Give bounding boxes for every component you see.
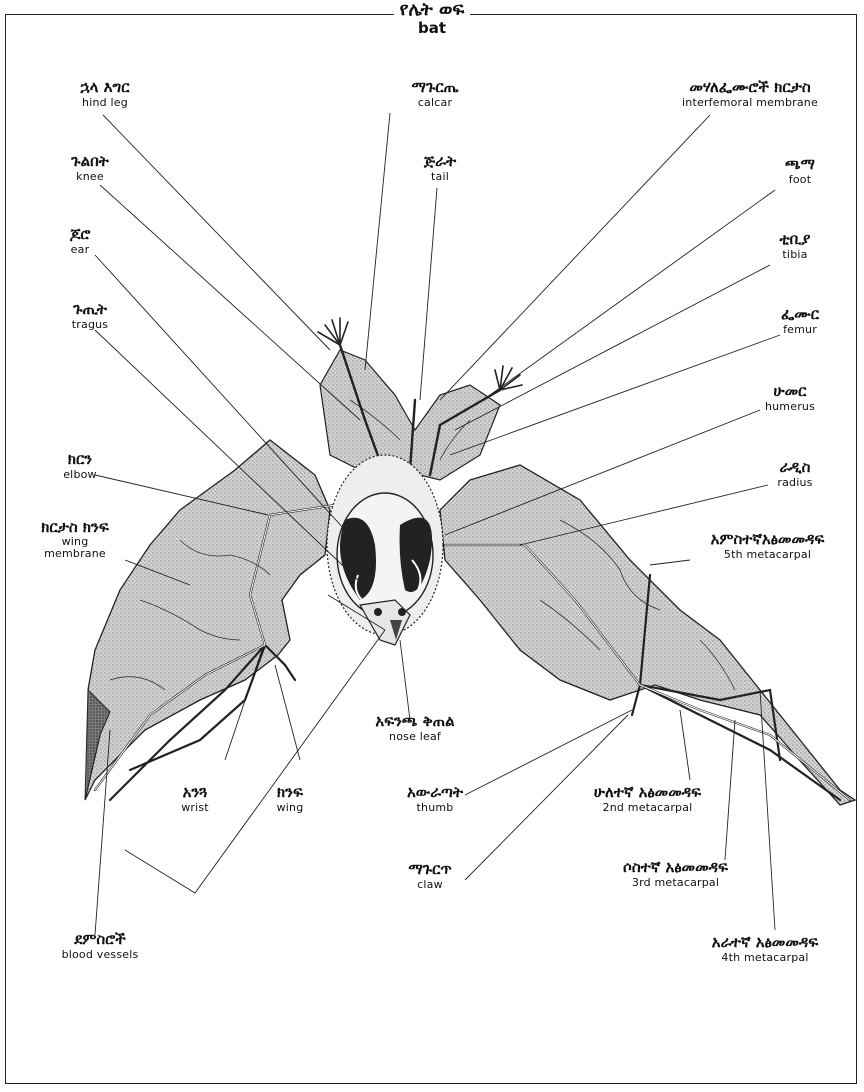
label-hind-leg: ኋላ እግር hind leg — [55, 78, 155, 109]
label-third-metacarpal-en: 3rd metacarpal — [588, 876, 763, 889]
left-foot — [318, 318, 348, 345]
label-humerus-am: ሁመር — [740, 382, 840, 400]
label-ear-am: ጆሮ — [40, 225, 120, 243]
label-foot: ጫማ foot — [760, 155, 840, 186]
label-fifth-metacarpal-en: 5th metacarpal — [680, 548, 855, 561]
label-thumb: አውራጣት thumb — [385, 783, 485, 814]
label-knee: ጉልበት knee — [45, 152, 135, 183]
label-nose-leaf-en: nose leaf — [360, 730, 470, 743]
label-tibia-en: tibia — [755, 248, 835, 261]
label-tail-en: tail — [400, 170, 480, 183]
label-second-metacarpal-en: 2nd metacarpal — [560, 801, 735, 814]
label-tibia: ቲቢያ tibia — [755, 230, 835, 261]
label-elbow-am: ክርን — [40, 450, 120, 468]
label-elbow: ክርን elbow — [40, 450, 120, 481]
label-fourth-metacarpal-am: አራተኛ አፅመመዳፍ — [675, 933, 855, 951]
label-femur: ፌሙር femur — [755, 305, 845, 336]
label-radius-am: ራዲስ — [755, 458, 835, 476]
leader-humerus — [445, 410, 760, 535]
label-claw-am: ማጉርጥ — [385, 860, 475, 878]
label-hind-leg-en: hind leg — [55, 96, 155, 109]
label-interfemoral-membrane-en: interfemoral membrane — [655, 96, 845, 109]
label-calcar-am: ማጉርጤ — [390, 78, 480, 96]
label-humerus-en: humerus — [740, 400, 840, 413]
label-elbow-en: elbow — [40, 468, 120, 481]
label-blood-vessels-en: blood vessels — [50, 948, 150, 961]
label-knee-en: knee — [45, 170, 135, 183]
leader-tibia — [455, 265, 770, 430]
label-wing-membrane-en: wing membrane — [40, 536, 110, 560]
leader-hind-leg — [103, 115, 330, 350]
label-radius: ራዲስ radius — [755, 458, 835, 489]
label-fifth-metacarpal-am: አምስተኛአፅመመዳፍ — [680, 530, 855, 548]
label-thumb-am: አውራጣት — [385, 783, 485, 801]
label-fourth-metacarpal-en: 4th metacarpal — [675, 951, 855, 964]
label-wrist-en: wrist — [160, 801, 230, 814]
label-fifth-metacarpal: አምስተኛአፅመመዳፍ 5th metacarpal — [680, 530, 855, 561]
leader-calcar — [365, 113, 390, 370]
label-second-metacarpal: ሁለተኛ አፅመመዳፍ 2nd metacarpal — [560, 783, 735, 814]
label-tragus: ጉጢት tragus — [45, 300, 135, 331]
label-femur-am: ፌሙር — [755, 305, 845, 323]
label-tragus-en: tragus — [45, 318, 135, 331]
label-claw-en: claw — [385, 878, 475, 891]
leader-femur — [450, 335, 780, 455]
label-nose-leaf: አፍንጫ ቅጠል nose leaf — [360, 712, 470, 743]
label-thumb-en: thumb — [385, 801, 485, 814]
label-hind-leg-am: ኋላ እግር — [55, 78, 155, 96]
label-nose-leaf-am: አፍንጫ ቅጠል — [360, 712, 470, 730]
leader-tail — [420, 188, 437, 400]
leader-wing-1 — [275, 665, 300, 760]
label-femur-en: femur — [755, 323, 845, 336]
label-fourth-metacarpal: አራተኛ አፅመመዳፍ 4th metacarpal — [675, 933, 855, 964]
label-tragus-am: ጉጢት — [45, 300, 135, 318]
label-second-metacarpal-am: ሁለተኛ አፅመመዳፍ — [560, 783, 735, 801]
label-tail: ጅራት tail — [400, 152, 480, 183]
label-interfemoral-membrane: መሃለፌሙሮች ክርታስ interfemoral membrane — [655, 78, 845, 109]
label-wing-membrane: ክርታስ ክንፍ wing membrane — [15, 518, 135, 560]
label-foot-am: ጫማ — [760, 155, 840, 173]
leader-knee — [100, 185, 360, 420]
label-ear-en: ear — [40, 243, 120, 256]
label-third-metacarpal-am: ሶስተኛ አፅመመዳፍ — [588, 858, 763, 876]
label-foot-en: foot — [760, 173, 840, 186]
label-radius-en: radius — [755, 476, 835, 489]
label-humerus: ሁመር humerus — [740, 382, 840, 413]
label-blood-vessels-am: ደምስሮች — [50, 930, 150, 948]
label-wing: ክንፍ wing — [250, 783, 330, 814]
label-calcar-en: calcar — [390, 96, 480, 109]
leader-second-metacarpal — [680, 710, 690, 780]
label-calcar: ማጉርጤ calcar — [390, 78, 480, 109]
label-claw: ማጉርጥ claw — [385, 860, 475, 891]
label-wrist-am: አንጓ — [160, 783, 230, 801]
left-wing-membrane — [85, 440, 330, 800]
leader-interfemoral-membrane — [440, 115, 710, 400]
leader-nose-leaf — [400, 640, 410, 720]
label-tibia-am: ቲቢያ — [755, 230, 835, 248]
label-wing-membrane-am: ክርታስ ክንፍ — [15, 518, 135, 536]
label-wing-am: ክንፍ — [250, 783, 330, 801]
label-blood-vessels: ደምስሮች blood vessels — [50, 930, 150, 961]
label-interfemoral-membrane-am: መሃለፌሙሮች ክርታስ — [655, 78, 845, 96]
leader-foot — [490, 190, 775, 395]
label-tail-am: ጅራት — [400, 152, 480, 170]
right-foot — [495, 366, 522, 390]
label-wrist: አንጓ wrist — [160, 783, 230, 814]
label-knee-am: ጉልበት — [45, 152, 135, 170]
label-ear: ጆሮ ear — [40, 225, 120, 256]
label-wing-en: wing — [250, 801, 330, 814]
label-third-metacarpal: ሶስተኛ አፅመመዳፍ 3rd metacarpal — [588, 858, 763, 889]
